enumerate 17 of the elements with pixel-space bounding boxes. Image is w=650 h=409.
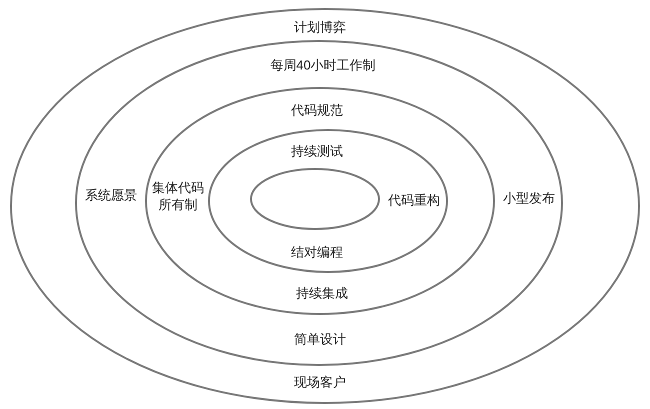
- practice-label: 结对编程: [291, 244, 343, 260]
- practice-label: 代码规范: [291, 102, 343, 118]
- ellipse-ring: [145, 87, 495, 315]
- practice-label: 系统愿景: [85, 186, 137, 204]
- ellipse-ring: [10, 8, 640, 404]
- practice-label: 小型发布: [503, 190, 555, 206]
- practice-label: 简单设计: [294, 330, 346, 348]
- practice-label: 代码重构: [388, 192, 440, 208]
- practice-label: 现场客户: [294, 374, 346, 390]
- inner-ellipse: [250, 168, 380, 230]
- practice-label: 持续集成: [296, 284, 348, 302]
- ellipse-ring: [208, 129, 448, 273]
- ellipse-ring: [75, 40, 563, 366]
- practice-label: 每周40小时工作制: [270, 56, 376, 74]
- practice-label: 持续测试: [291, 142, 343, 160]
- practice-label: 计划博弈: [294, 18, 346, 36]
- practice-label: 集体代码所有制: [151, 179, 205, 213]
